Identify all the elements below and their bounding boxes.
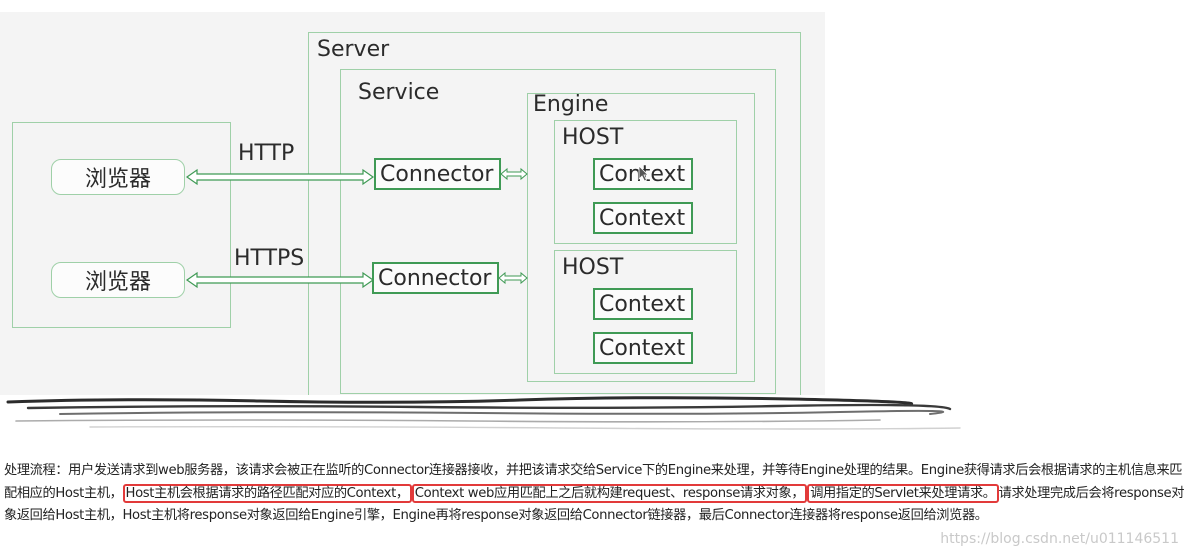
double-arrow-4 (498, 271, 528, 285)
double-arrow-3 (500, 167, 528, 181)
protocol-label-http: HTTP (238, 141, 295, 166)
highlight-context-request: Context web应用匹配上之后就构建request、response请求对… (411, 483, 808, 503)
highlight-servlet: 调用指定的Servlet来处理请求。 (807, 483, 999, 503)
host-box-1 (554, 120, 737, 244)
server-label: Server (317, 37, 390, 62)
connector-box-1: Connector (374, 158, 501, 190)
context-box-2: Context (593, 202, 693, 234)
client-box (12, 122, 231, 328)
caption-text-2: 请求处理完成后会将response对象返回给Host主机，Host主机将resp… (4, 485, 1185, 524)
engine-box (527, 93, 755, 382)
context-box-3: Context (593, 288, 693, 320)
service-label: Service (358, 80, 440, 105)
highlight-host-context: Host主机会根据请求的路径匹配对应的Context， (122, 483, 412, 503)
context-box-4: Context (593, 332, 693, 364)
architecture-diagram: 浏览器 浏览器 Server Service Engine HOST Conte… (0, 12, 825, 407)
engine-label: Engine (533, 92, 609, 117)
watermark: https://blog.csdn.net/u011146511 (940, 531, 1179, 547)
torn-edge-divider (0, 395, 965, 432)
double-arrow-2 (185, 271, 375, 289)
host-box-2 (554, 250, 737, 374)
process-description: 处理流程：用户发送请求到web服务器，该请求会被正在监听的Connector连接… (4, 460, 1186, 528)
host-label-1: HOST (562, 125, 624, 150)
double-arrow-1 (185, 168, 375, 186)
host-label-2: HOST (562, 255, 624, 280)
protocol-label-https: HTTPS (234, 246, 305, 271)
service-box (340, 69, 776, 394)
browser-box-1: 浏览器 (51, 159, 185, 195)
caption-text-1: 处理流程：用户发送请求到web服务器，该请求会被正在监听的Connector连接… (4, 463, 1183, 501)
mouse-cursor-icon (638, 165, 649, 182)
connector-box-2: Connector (372, 262, 499, 294)
browser-box-2: 浏览器 (51, 262, 185, 298)
